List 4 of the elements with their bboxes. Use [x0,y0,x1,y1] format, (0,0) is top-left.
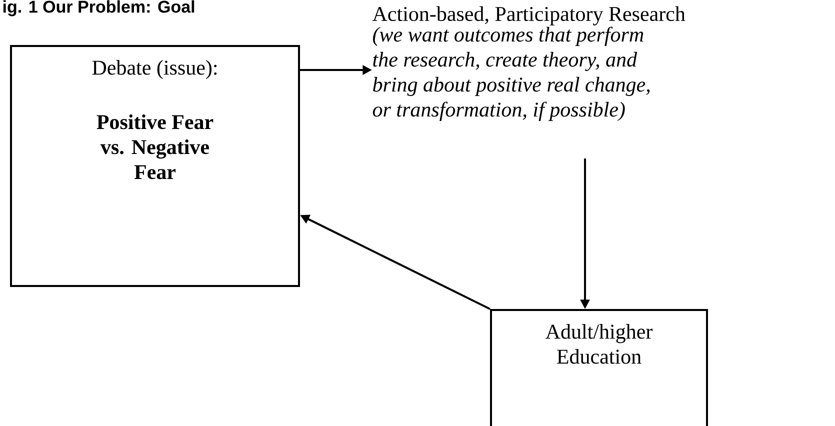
research-note: Action-based, Participatory Research (we want outcomes that perform the research, create theory, and bring about positive real change, or transformation, if possible) [372,6,686,121]
title: ig. 1 Our Problem: Goal [3,0,194,16]
education-box: Adult/higher Education [490,309,708,426]
debate-box: Debate (issue): Positive Fear vs. Negative Fear [10,45,300,287]
